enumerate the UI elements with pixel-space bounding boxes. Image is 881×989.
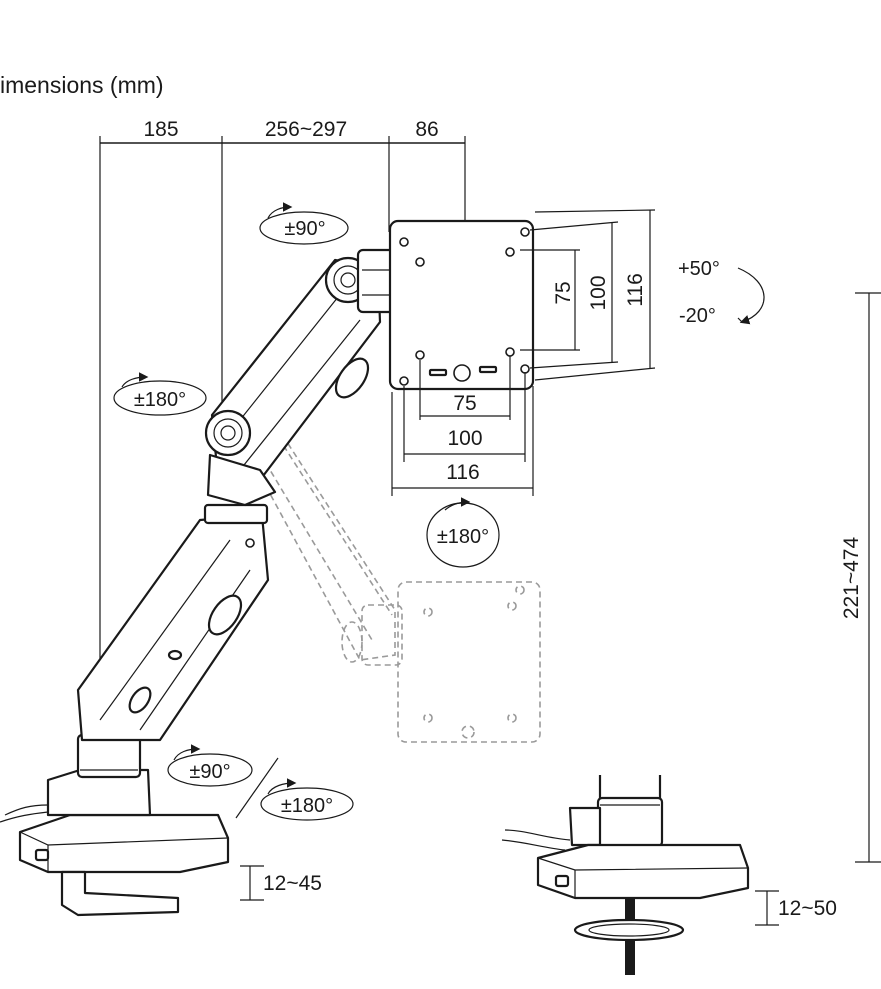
- base-swivel-2-label: ±180°: [281, 795, 333, 817]
- lower-arm: [76, 503, 270, 779]
- tilt-down-label: -20°: [679, 305, 716, 327]
- upper-arm: [204, 256, 382, 507]
- height-range-lines: [855, 292, 881, 863]
- vesa-v-outer-label: 116: [624, 273, 647, 306]
- vesa-h-mid-label: 100: [447, 427, 482, 450]
- reach-base-label: 185: [143, 118, 178, 141]
- vesa-v-inner-label: 75: [552, 281, 575, 304]
- reach-head-label: 86: [415, 118, 438, 141]
- reach-arm-label: 256~297: [265, 118, 347, 141]
- ghost-vesa-plate: [397, 581, 541, 743]
- vesa-horizontal-dimension-lines: [391, 356, 534, 496]
- clamp-thickness-label: 12~45: [263, 872, 322, 895]
- vesa-vertical-dimension-lines: [520, 209, 656, 381]
- head-swivel-label: ±90°: [284, 218, 325, 240]
- grommet-thickness-label: 12~50: [778, 897, 837, 920]
- grommet-base: [501, 775, 750, 975]
- rotation-indicator: [426, 497, 500, 568]
- diagram-title: imensions (mm): [0, 72, 164, 98]
- elbow-swivel-indicator: [113, 372, 207, 416]
- tilt-up-label: +50°: [678, 258, 720, 280]
- base-swivel-indicator: [167, 744, 354, 821]
- vesa-h-inner-label: 75: [453, 392, 476, 415]
- vesa-v-mid-label: 100: [587, 275, 610, 310]
- head-swivel-indicator: [259, 202, 349, 245]
- height-range-label: 221~474: [840, 537, 863, 620]
- reach-dimension-lines: [99, 136, 466, 660]
- base-swivel-1-label: ±90°: [189, 761, 230, 783]
- rotation-label: ±180°: [437, 526, 489, 548]
- elbow-swivel-label: ±180°: [134, 389, 186, 411]
- vesa-plate: [388, 219, 535, 391]
- clamp-thickness-lines: [240, 865, 264, 901]
- clamp-base: [0, 768, 230, 917]
- vesa-h-outer-label: 116: [446, 461, 479, 484]
- grommet-thickness-lines: [755, 890, 779, 926]
- tilt-indicator: [737, 267, 765, 325]
